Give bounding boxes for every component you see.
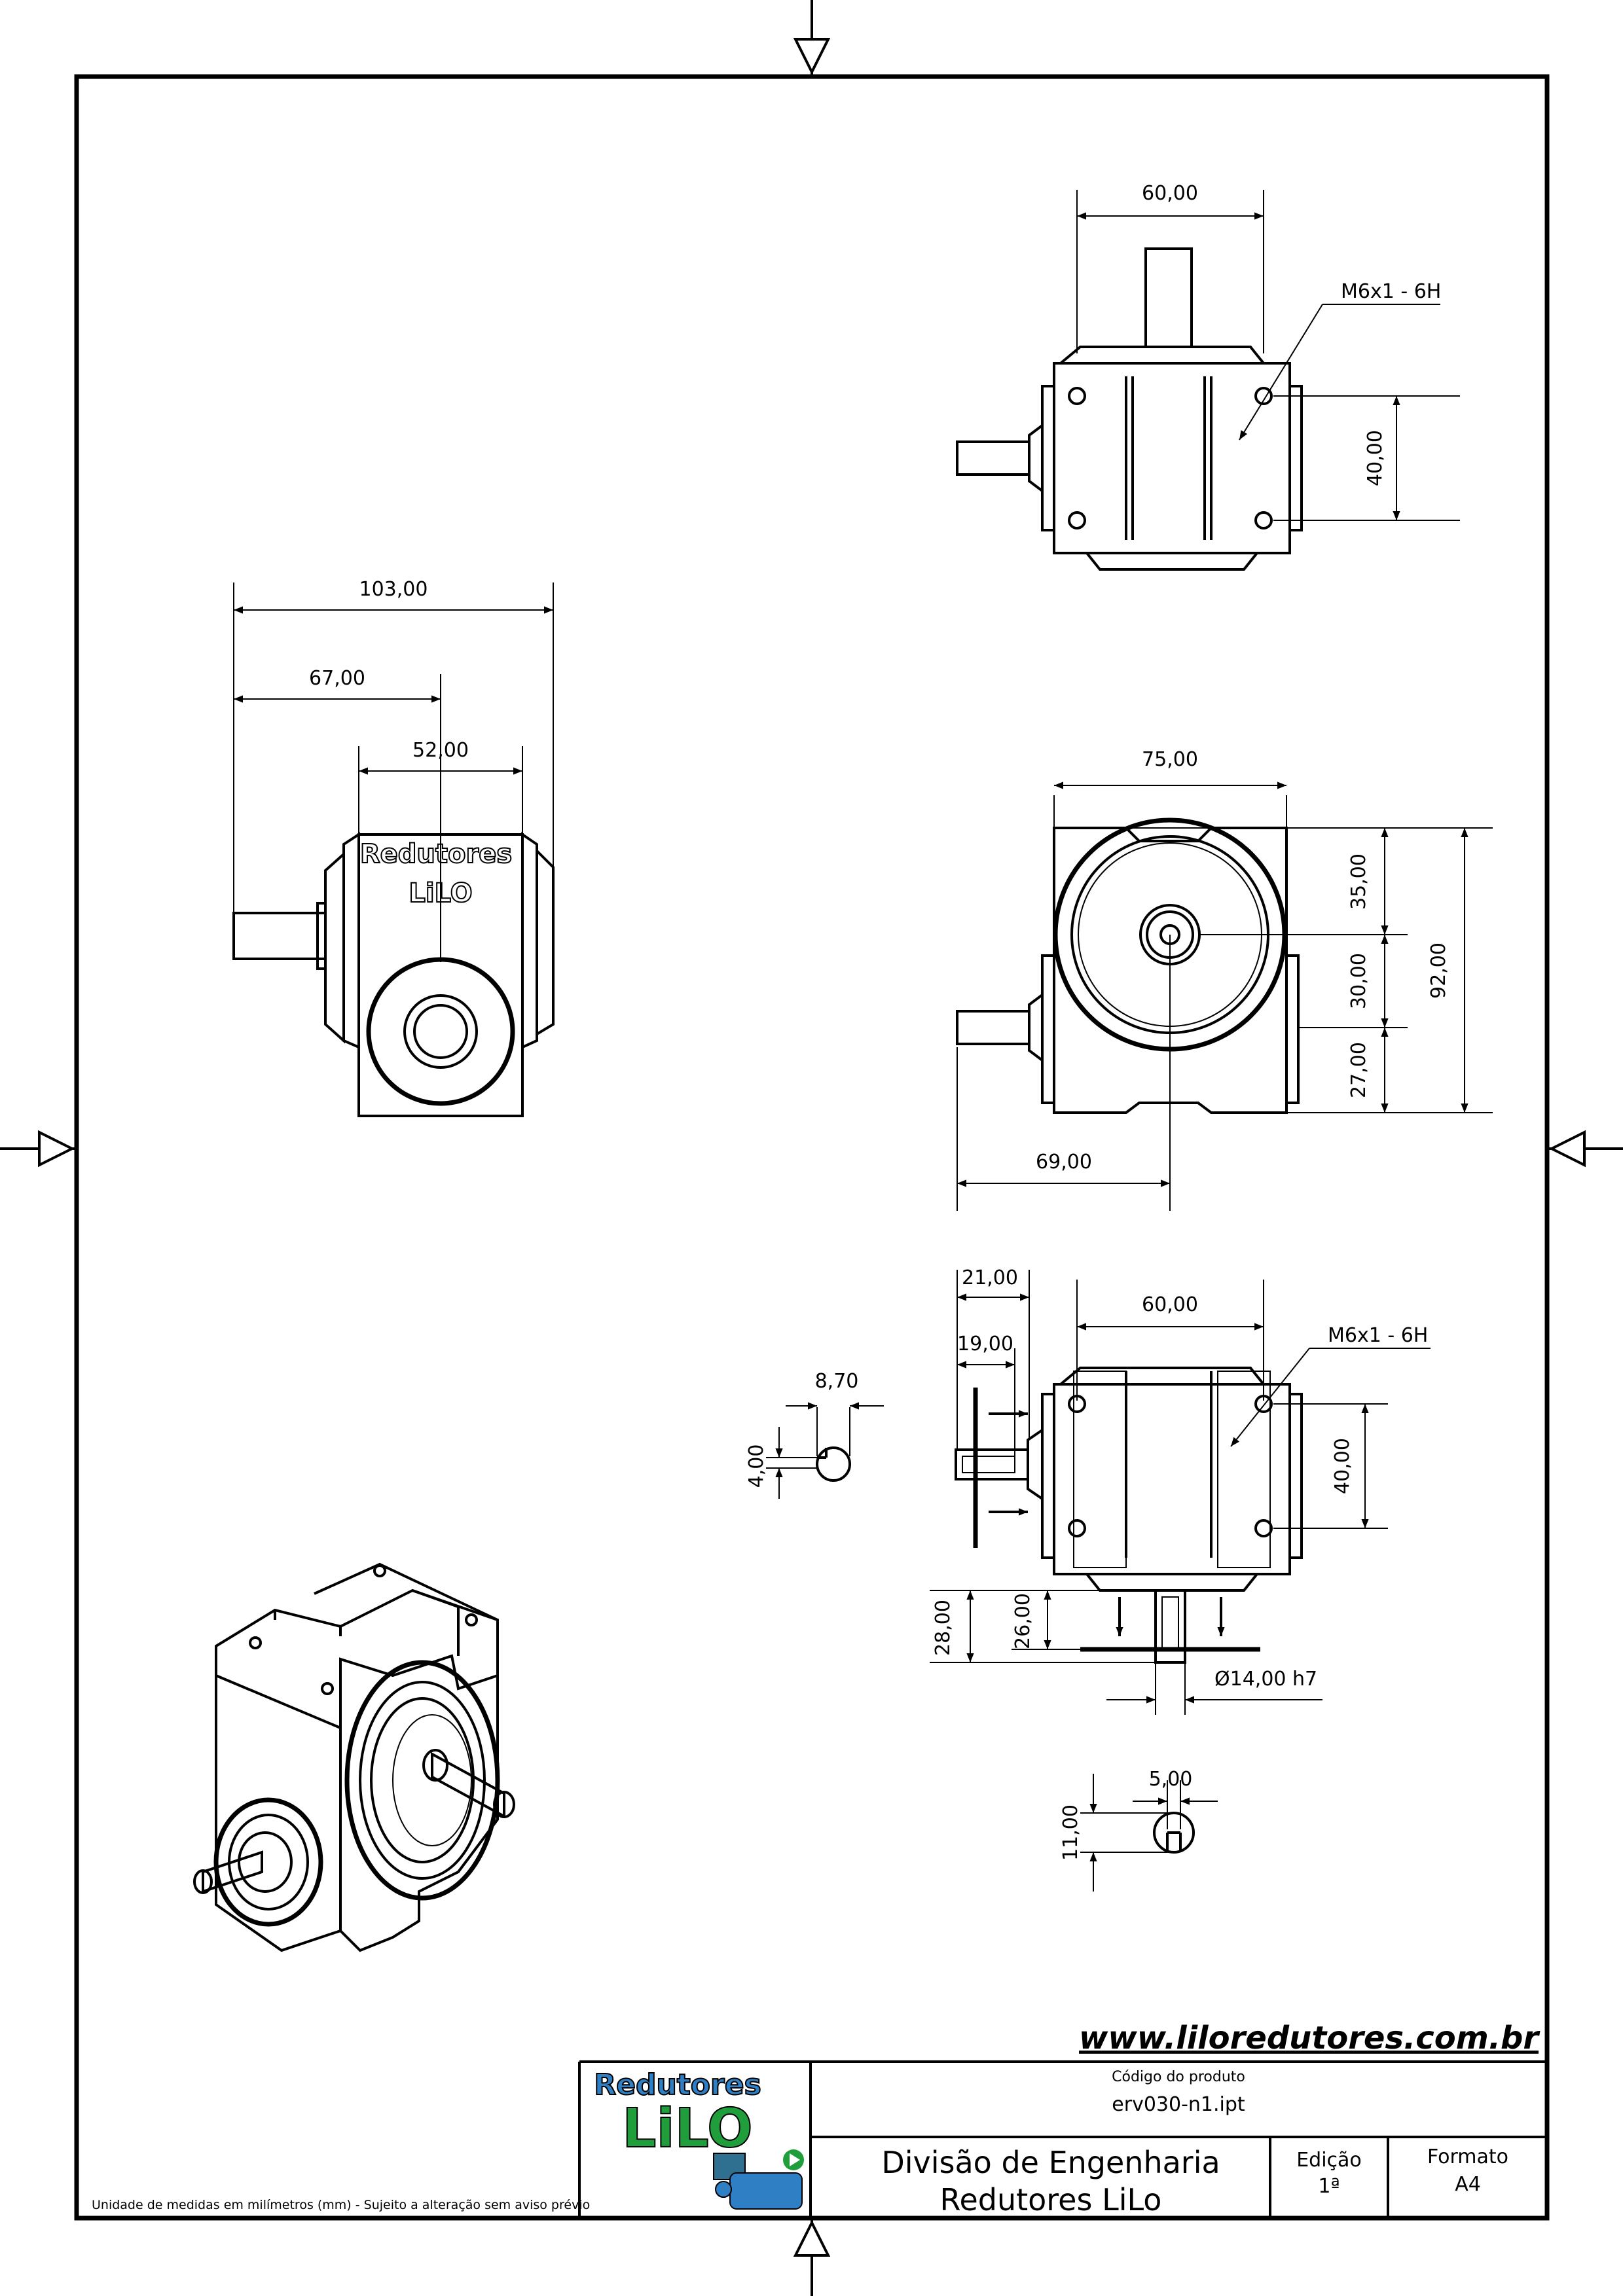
edition-value: 1ª bbox=[1318, 2175, 1340, 2198]
dim-front-upper: 35,00 bbox=[1347, 853, 1370, 910]
dim-top-width: 60,00 bbox=[1142, 182, 1198, 205]
side-view-brand-line1: Redutores bbox=[360, 839, 512, 869]
dim-key-small-width: 8,70 bbox=[815, 1370, 859, 1393]
key-section-large: 5,00 11,00 bbox=[1059, 1768, 1218, 1892]
dim-out-shaft-key: 26,00 bbox=[1012, 1593, 1034, 1649]
top-view: 60,00 M6x1 - 6H 40,00 bbox=[956, 182, 1460, 571]
play-icon bbox=[783, 2149, 804, 2170]
division-line2: Redutores LiLo bbox=[940, 2182, 1162, 2217]
dim-bottom-hole-spacing: 40,00 bbox=[1331, 1438, 1354, 1494]
dim-bottom-shaft-key: 19,00 bbox=[957, 1333, 1013, 1355]
dim-key-small-depth: 4,00 bbox=[745, 1444, 768, 1488]
logo-text-line1: Redutores bbox=[594, 2068, 761, 2102]
dim-front-height: 92,00 bbox=[1427, 942, 1450, 999]
dim-top-thread: M6x1 - 6H bbox=[1341, 280, 1441, 303]
dim-side-body: 52,00 bbox=[412, 739, 469, 762]
dim-front-width: 75,00 bbox=[1142, 748, 1198, 771]
dim-top-hole-spacing: 40,00 bbox=[1364, 430, 1387, 486]
dim-bottom-thread: M6x1 - 6H bbox=[1328, 1324, 1428, 1347]
code-value: erv030-n1.ipt bbox=[1112, 2093, 1245, 2116]
dim-front-middle: 30,00 bbox=[1347, 953, 1370, 1009]
dim-side-shaft: 67,00 bbox=[309, 667, 365, 690]
dim-out-shaft-len: 28,00 bbox=[932, 1600, 955, 1656]
format-label: Formato bbox=[1427, 2145, 1508, 2168]
gear-motor-icon bbox=[713, 2153, 803, 2210]
dim-front-shaft-offset: 69,00 bbox=[1036, 1151, 1092, 1174]
front-view: 75,00 69,00 35,00 30,00 27,00 92,00 bbox=[956, 748, 1493, 1211]
website-link[interactable]: www.liloredutores.com.br bbox=[1079, 2020, 1541, 2056]
dim-bottom-width: 60,00 bbox=[1142, 1293, 1198, 1316]
isometric-view bbox=[193, 1562, 515, 1952]
title-block: Código do produto erv030-n1.ipt Divisão … bbox=[578, 2060, 1547, 2218]
key-section-small: 8,70 4,00 bbox=[745, 1370, 884, 1499]
dim-bottom-shaft-len: 21,00 bbox=[962, 1266, 1018, 1289]
footer-note: Unidade de medidas em milímetros (mm) - … bbox=[92, 2198, 590, 2212]
dim-key-large-width: 5,00 bbox=[1149, 1768, 1193, 1791]
format-value: A4 bbox=[1455, 2173, 1481, 2196]
dim-side-total: 103,00 bbox=[359, 578, 428, 601]
bottom-view: 60,00 M6x1 - 6H 40,00 21,00 19,00 28,00 … bbox=[930, 1266, 1431, 1715]
division-line1: Divisão de Engenharia bbox=[881, 2145, 1220, 2180]
dim-out-shaft-diam: Ø14,00 h7 bbox=[1214, 1668, 1317, 1691]
side-view: Redutores LiLO 103,00 67,00 52,00 bbox=[232, 578, 555, 1117]
logo-text-line2: LiLO bbox=[622, 2098, 752, 2160]
company-logo: Redutores LiLO bbox=[593, 2068, 804, 2210]
edition-label: Edição bbox=[1296, 2149, 1362, 2172]
dim-key-large-depth: 11,00 bbox=[1059, 1804, 1082, 1861]
dim-front-lower: 27,00 bbox=[1347, 1042, 1370, 1098]
code-label: Código do produto bbox=[1112, 2069, 1245, 2085]
